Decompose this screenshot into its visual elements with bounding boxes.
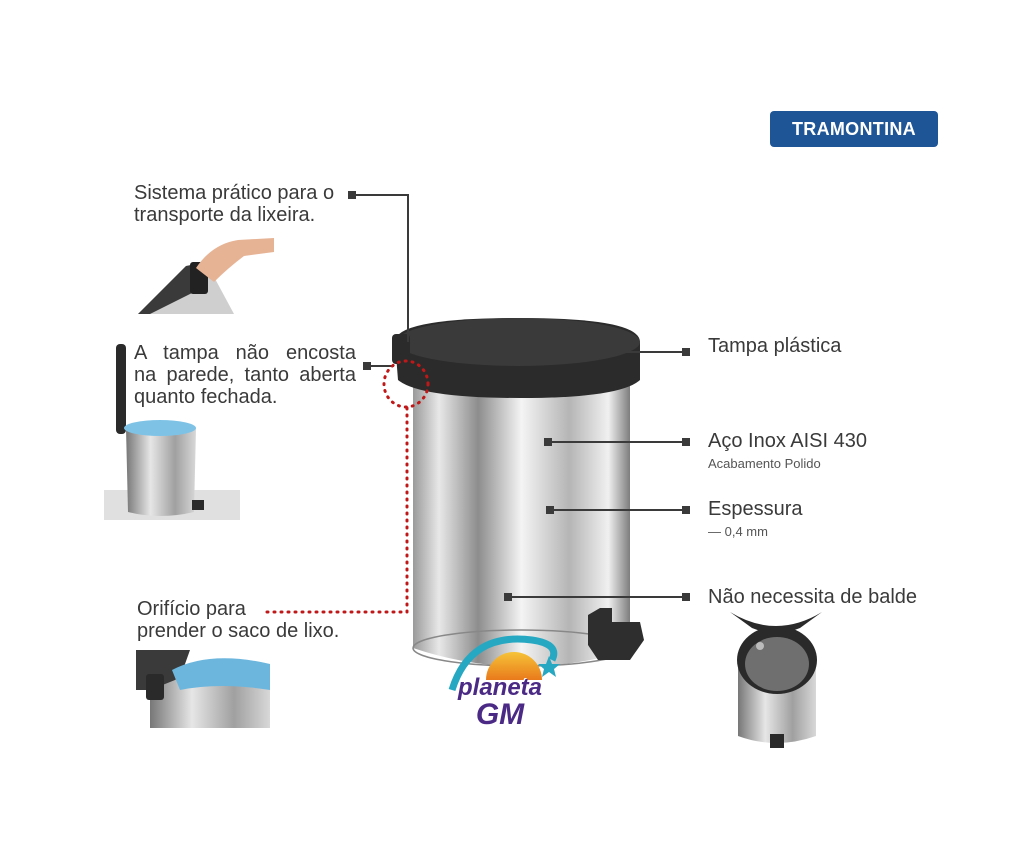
steel-label: Aço Inox AISI 430 Acabamento Polido xyxy=(708,430,867,471)
watermark-text: planeta GM xyxy=(457,674,543,731)
bucket-label: Não necessita de balde xyxy=(708,586,918,608)
leader-lines xyxy=(352,194,686,598)
lid-label: Tampa plástica xyxy=(708,335,842,357)
hole-dotted-line xyxy=(260,359,430,614)
trash-bin-main xyxy=(392,318,644,667)
wall-label: A tampa não encosta na parede, tanto abe… xyxy=(134,342,356,408)
hole-label: Orifício para prender o saco de lixo. xyxy=(137,598,340,642)
wall-inset-image xyxy=(104,344,240,520)
bag-hole-inset-image xyxy=(136,648,272,730)
leader-endpoints xyxy=(348,191,690,601)
tramontina-logo: TRAMONTINA xyxy=(770,111,938,147)
transport-inset-image xyxy=(136,236,276,316)
no-bucket-inset-image xyxy=(730,612,822,748)
thickness-label: Espessura — 0,4 mm xyxy=(708,498,803,539)
transport-label: Sistema prático para o transporte da lix… xyxy=(134,182,335,226)
watermark-logo xyxy=(448,635,560,692)
